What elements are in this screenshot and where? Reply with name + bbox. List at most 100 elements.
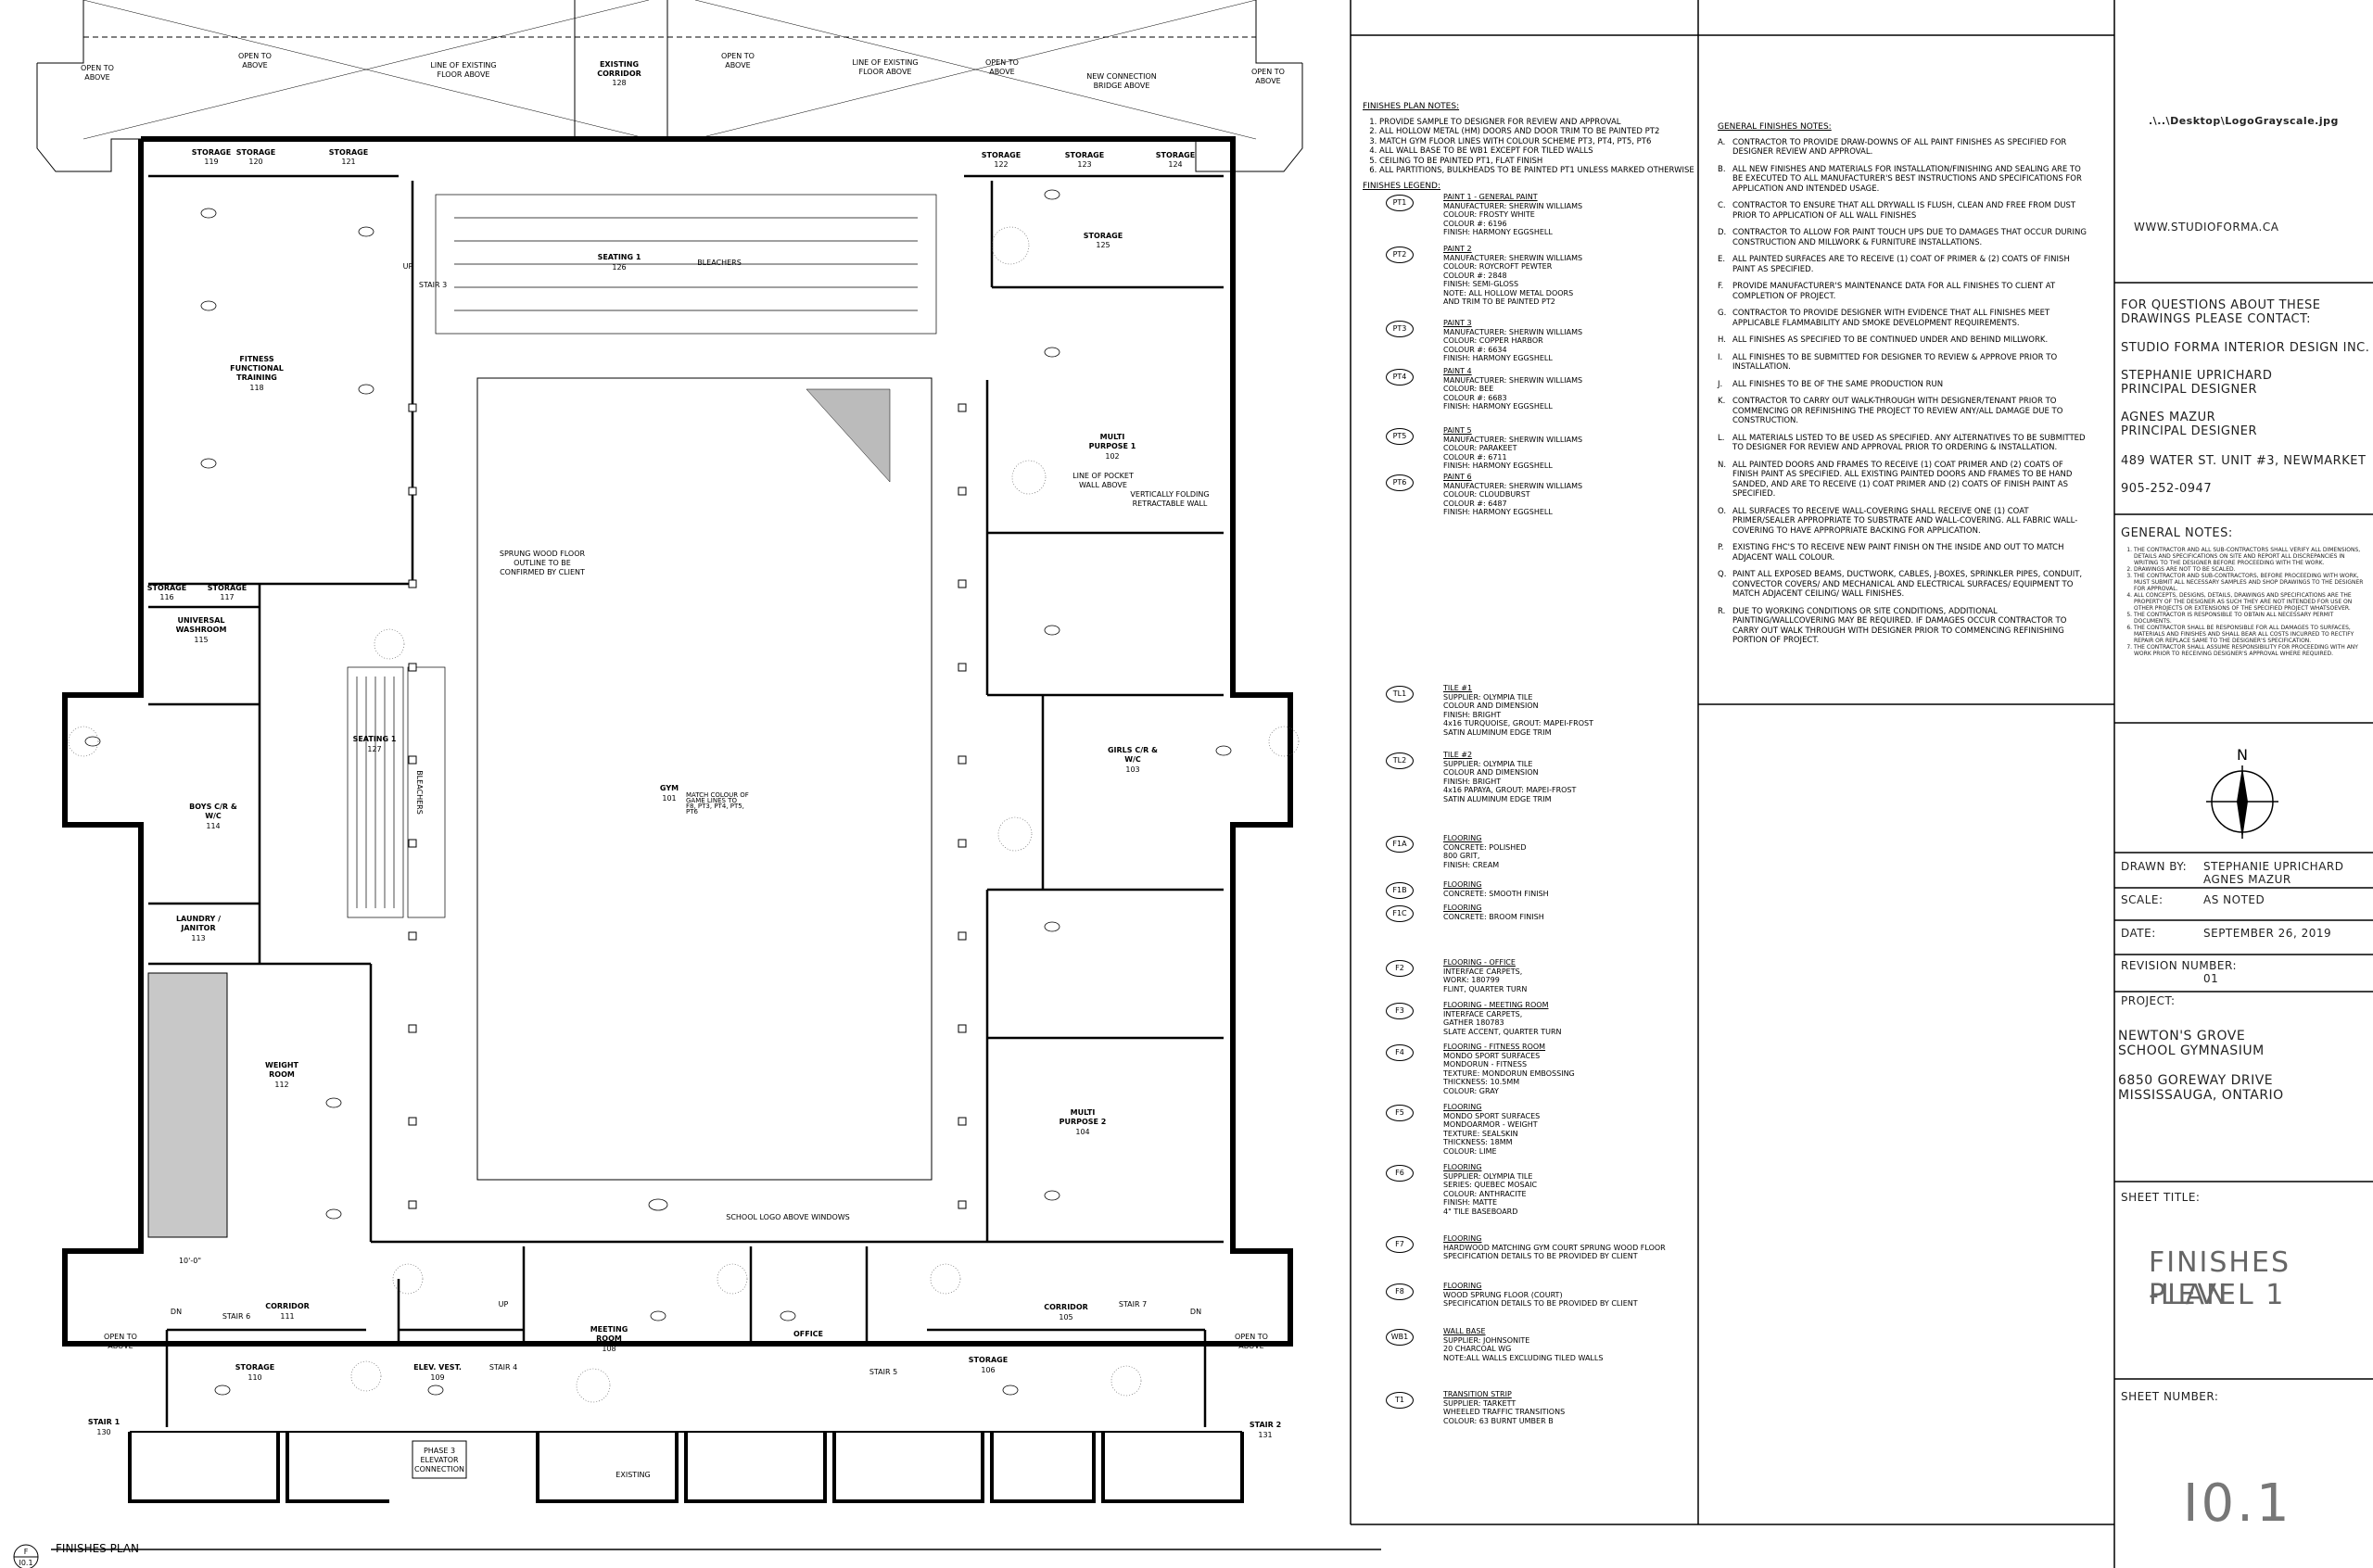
legend-line: WORK: 180799 <box>1443 976 1500 984</box>
svg-text:STORAGE: STORAGE <box>969 1356 1008 1364</box>
finish-tag: PT1 <box>1386 195 1414 211</box>
finish-tag: F3 <box>1386 1003 1414 1019</box>
svg-text:OPEN TO: OPEN TO <box>985 58 1019 67</box>
note-text: CONTRACTOR TO ALLOW FOR PAINT TOUCH UPS … <box>1732 228 2087 247</box>
svg-text:TRAINING: TRAINING <box>236 373 277 382</box>
svg-text:EXISTING: EXISTING <box>600 60 639 69</box>
general-note: ALL CONCEPTS, DESIGNS, DETAILS, DRAWINGS… <box>2134 592 2366 612</box>
sheet-number-label: SHEET NUMBER: <box>2121 1390 2219 1403</box>
legend-line: MANUFACTURER: SHERWIN WILLIAMS <box>1443 253 1583 262</box>
legend-line: CONCRETE: SMOOTH FINISH <box>1443 889 1549 898</box>
legend-line: PAINT 3 <box>1443 319 1472 327</box>
svg-text:BLEACHERS: BLEACHERS <box>415 770 424 815</box>
finishes-plan-notes-heading: FINISHES PLAN NOTES: <box>1363 102 1460 111</box>
general-finishes-note: N.ALL PAINTED DOORS AND FRAMES TO RECEIV… <box>1718 461 2088 499</box>
svg-text:WEIGHT: WEIGHT <box>265 1061 299 1069</box>
scale-label: SCALE: <box>2121 893 2164 906</box>
legend-line: TILE #1 <box>1443 684 1473 692</box>
note-text: ALL MATERIALS LISTED TO BE USED AS SPECI… <box>1732 433 2086 453</box>
svg-text:RETRACTABLE WALL: RETRACTABLE WALL <box>1133 499 1208 508</box>
general-note: DRAWINGS ARE NOT TO BE SCALED. <box>2134 566 2366 573</box>
legend-line: WHEELED TRAFFIC TRANSITIONS <box>1443 1408 1566 1416</box>
legend-line: PAINT 4 <box>1443 367 1472 375</box>
date-label: DATE: <box>2121 927 2156 940</box>
svg-text:UNIVERSAL: UNIVERSAL <box>177 616 224 625</box>
legend-line: MANUFACTURER: SHERWIN WILLIAMS <box>1443 201 1583 210</box>
general-finishes-note: E.ALL PAINTED SURFACES ARE TO RECEIVE (1… <box>1718 255 2088 274</box>
svg-text:WALL ABOVE: WALL ABOVE <box>1079 481 1127 489</box>
website[interactable]: WWW.STUDIOFORMA.CA <box>2134 221 2279 234</box>
finishes-plan-note: PROVIDE SAMPLE TO DESIGNER FOR REVIEW AN… <box>1379 118 1696 128</box>
note-text: EXISTING FHC'S TO RECEIVE NEW PAINT FINI… <box>1732 543 2064 563</box>
svg-text:102: 102 <box>1105 452 1119 461</box>
svg-text:ELEV. VEST.: ELEV. VEST. <box>413 1363 462 1372</box>
svg-text:MULTI: MULTI <box>1071 1108 1096 1117</box>
legend-line: COLOUR: BEE <box>1443 385 1494 393</box>
svg-text:STORAGE: STORAGE <box>147 584 186 592</box>
svg-text:OPEN TO: OPEN TO <box>104 1333 137 1341</box>
svg-text:10'-0": 10'-0" <box>179 1257 201 1265</box>
legend-line: AND TRIM TO BE PAINTED PT2 <box>1443 297 1555 306</box>
note-text: PROVIDE MANUFACTURER'S MAINTENANCE DATA … <box>1732 282 2056 301</box>
svg-text:SPRUNG WOOD FLOOR: SPRUNG WOOD FLOOR <box>500 550 586 558</box>
legend-line: COLOUR: GRAY <box>1443 1086 1499 1095</box>
note-text: ALL FINISHES AS SPECIFIED TO BE CONTINUE… <box>1732 335 2049 345</box>
revision-label: REVISION NUMBER: <box>2121 959 2237 972</box>
note-key: R. <box>1718 606 1726 616</box>
svg-text:STORAGE: STORAGE <box>1084 232 1123 240</box>
svg-text:118: 118 <box>249 384 263 392</box>
legend-line: SUPPLIER: JOHNSONITE <box>1443 1335 1530 1345</box>
svg-text:CONNECTION: CONNECTION <box>414 1465 464 1473</box>
svg-text:STAIR 1: STAIR 1 <box>88 1418 121 1426</box>
note-key: G. <box>1718 309 1727 318</box>
svg-text:OPEN TO: OPEN TO <box>81 64 114 72</box>
sheet-title-1: FINISHES PLAN <box>2149 1246 2291 1311</box>
project-label: PROJECT: <box>2121 994 2176 1007</box>
svg-text:LINE OF EXISTING: LINE OF EXISTING <box>852 58 918 67</box>
legend-line: FINISH: HARMONY EGGSHELL <box>1443 508 1553 516</box>
legend-line: 4x16 PAPAYA, GROUT: MAPEI-FROST <box>1443 786 1577 794</box>
svg-text:JANITOR: JANITOR <box>180 924 215 932</box>
drawn-by-2: AGNES MAZUR <box>2203 873 2291 886</box>
svg-text:STORAGE: STORAGE <box>329 148 368 157</box>
finishes-plan-note: ALL HOLLOW METAL (HM) DOORS AND DOOR TRI… <box>1379 127 1696 137</box>
svg-text:BOYS C/R &: BOYS C/R & <box>189 803 237 811</box>
svg-text:120: 120 <box>248 158 262 166</box>
stairs-and-bleachers <box>347 194 937 918</box>
finish-tag: TL1 <box>1386 686 1414 702</box>
legend-line: 800 GRIT, <box>1443 852 1480 860</box>
general-finishes-note: O.ALL SURFACES TO RECEIVE WALL-COVERING … <box>1718 507 2088 537</box>
svg-text:CORRIDOR: CORRIDOR <box>1044 1303 1088 1311</box>
svg-text:NEW CONNECTION: NEW CONNECTION <box>1086 72 1157 81</box>
svg-text:ROOM: ROOM <box>269 1070 295 1079</box>
finish-tag: F1A <box>1386 836 1414 853</box>
finishes-plan-note: MATCH GYM FLOOR LINES WITH COLOUR SCHEME… <box>1379 137 1696 147</box>
svg-text:122: 122 <box>994 160 1008 169</box>
logo-path: .\..\Desktop\LogoGrayscale.jpg <box>2149 115 2339 127</box>
svg-text:107: 107 <box>801 1340 815 1348</box>
svg-text:LINE OF EXISTING: LINE OF EXISTING <box>430 61 496 70</box>
general-finishes-note: C.CONTRACTOR TO ENSURE THAT ALL DRYWALL … <box>1718 201 2088 221</box>
finish-tag: F8 <box>1386 1283 1414 1300</box>
legend-line: FINISH: MATTE <box>1443 1198 1498 1207</box>
legend-line: FINISH: SEMI-GLOSS <box>1443 280 1519 288</box>
svg-text:DN: DN <box>171 1308 182 1316</box>
note-key: C. <box>1718 201 1726 210</box>
svg-text:UP: UP <box>499 1300 509 1309</box>
legend-line: COLOUR #: 6634 <box>1443 345 1507 354</box>
svg-text:EXISTING: EXISTING <box>615 1471 650 1479</box>
svg-text:W/C: W/C <box>205 812 222 820</box>
legend-line: MONDORUN - FITNESS <box>1443 1060 1528 1069</box>
svg-text:FUNCTIONAL: FUNCTIONAL <box>230 364 284 373</box>
svg-text:110: 110 <box>247 1373 261 1382</box>
svg-text:LAUNDRY /: LAUNDRY / <box>176 915 221 923</box>
svg-text:103: 103 <box>1125 765 1139 774</box>
general-note: THE CONTRACTOR AND SUB-CONTRACTORS, BEFO… <box>2134 573 2366 592</box>
